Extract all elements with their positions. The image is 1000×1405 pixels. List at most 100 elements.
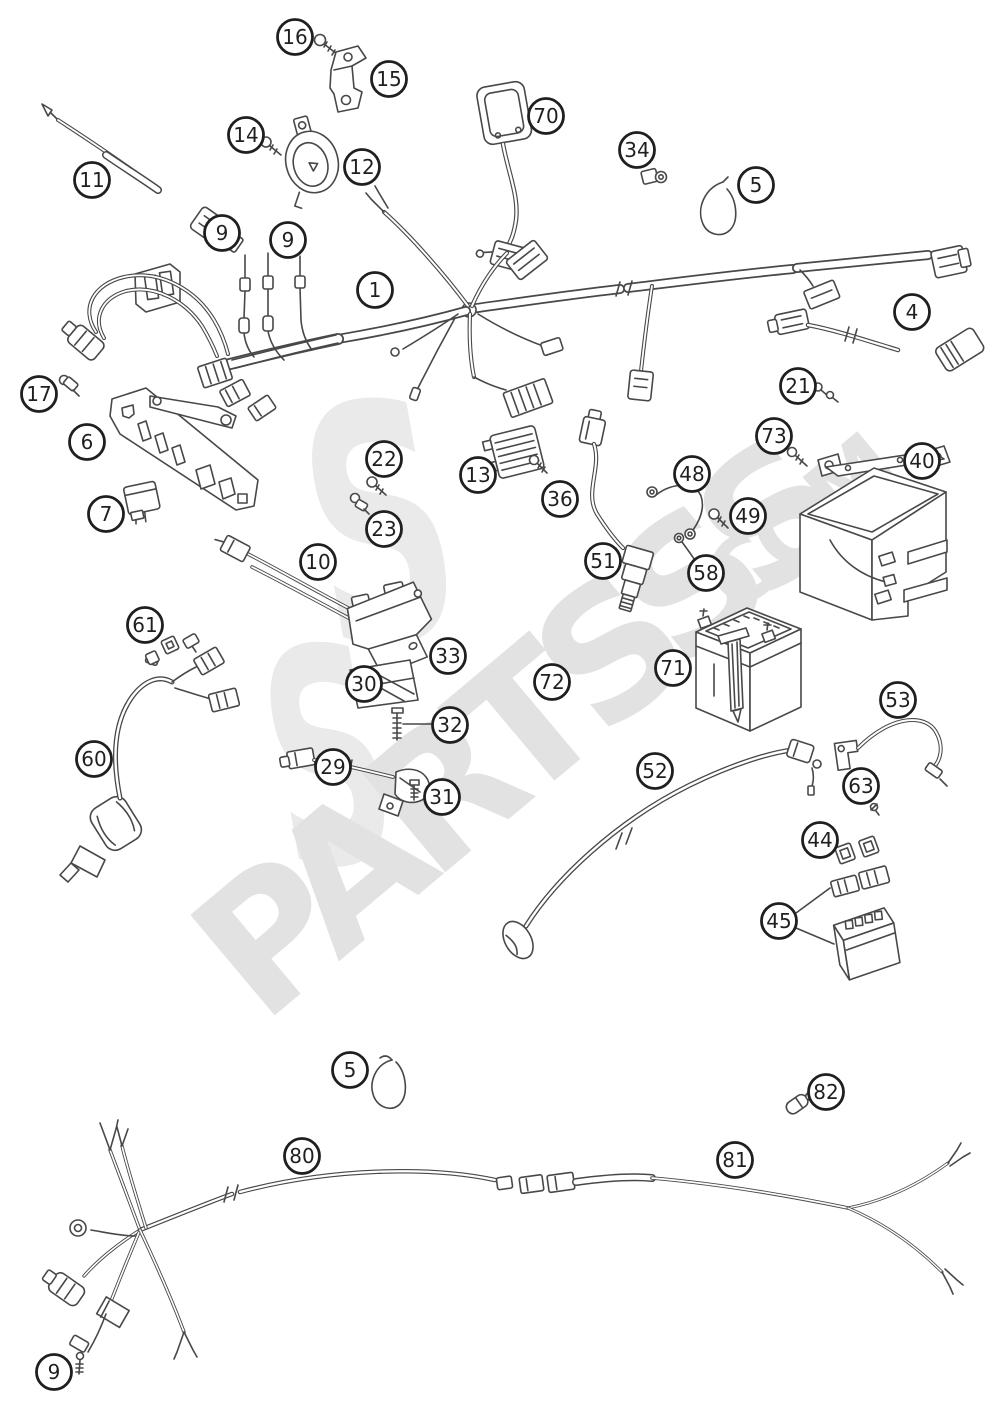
part-clip-23 xyxy=(349,492,370,515)
callout-17[interactable]: 17 xyxy=(20,375,58,413)
part-grommet-33 xyxy=(408,641,418,651)
svg-text:33: 33 xyxy=(435,644,460,668)
svg-text:16: 16 xyxy=(282,25,307,49)
svg-text:23: 23 xyxy=(371,517,396,541)
callout-9-right[interactable]: 9 xyxy=(269,221,307,259)
callout-5-bottom[interactable]: 5 xyxy=(331,1051,369,1089)
callout-29[interactable]: 29 xyxy=(314,748,352,786)
callout-31[interactable]: 31 xyxy=(423,778,461,816)
part-fuses-44 xyxy=(834,835,880,865)
part-filler-72 xyxy=(717,627,750,723)
part-gaskets-61 xyxy=(144,635,180,666)
callout-71[interactable]: 71 xyxy=(654,649,692,687)
callout-7[interactable]: 7 xyxy=(87,495,125,533)
callout-34[interactable]: 34 xyxy=(618,131,656,169)
svg-text:73: 73 xyxy=(761,424,786,448)
callout-12[interactable]: 12 xyxy=(343,148,381,186)
part-temp-sensor-51 xyxy=(578,408,655,613)
callout-23[interactable]: 23 xyxy=(365,510,403,548)
svg-text:9: 9 xyxy=(48,1360,61,1384)
part-main-harness-1 xyxy=(61,185,972,422)
part-cdi-unit-70 xyxy=(475,80,533,272)
part-starter-relay-45 xyxy=(830,865,901,981)
callout-30[interactable]: 30 xyxy=(345,665,383,703)
svg-text:31: 31 xyxy=(429,785,454,809)
part-connector-pins-9 xyxy=(238,252,313,361)
svg-text:29: 29 xyxy=(320,755,345,779)
part-circlip-5-top xyxy=(699,176,737,236)
svg-text:9: 9 xyxy=(216,221,229,245)
part-screw-49 xyxy=(708,508,729,529)
part-battery-box-40 xyxy=(799,445,951,621)
callout-81[interactable]: 81 xyxy=(716,1141,754,1179)
part-battery-cable-53 xyxy=(833,718,948,787)
svg-text:6: 6 xyxy=(81,430,94,454)
svg-text:7: 7 xyxy=(100,502,113,526)
callout-9-left[interactable]: 9 xyxy=(203,214,241,252)
svg-text:13: 13 xyxy=(465,463,490,487)
svg-text:40: 40 xyxy=(909,449,934,473)
callout-60[interactable]: 60 xyxy=(75,740,113,778)
svg-text:82: 82 xyxy=(813,1080,838,1104)
svg-text:53: 53 xyxy=(885,688,910,712)
callout-33[interactable]: 33 xyxy=(429,637,467,675)
callout-52[interactable]: 52 xyxy=(636,752,674,790)
callout-4[interactable]: 4 xyxy=(893,293,931,331)
svg-text:4: 4 xyxy=(906,300,919,324)
callout-40[interactable]: 40 xyxy=(903,442,941,480)
svg-text:61: 61 xyxy=(132,613,157,637)
part-screw-31 xyxy=(409,779,420,801)
callout-36[interactable]: 36 xyxy=(541,480,579,518)
part-harness-80 xyxy=(41,1119,498,1360)
part-screws-21 xyxy=(813,382,839,403)
callout-5-top[interactable]: 5 xyxy=(737,166,775,204)
callout-16[interactable]: 16 xyxy=(276,18,314,56)
callout-49[interactable]: 49 xyxy=(729,497,767,535)
callout-45[interactable]: 45 xyxy=(760,902,798,940)
callout-72[interactable]: 72 xyxy=(533,663,571,701)
part-bulb-17 xyxy=(58,374,80,397)
callout-9-bottom[interactable]: 9 xyxy=(35,1353,73,1391)
svg-text:14: 14 xyxy=(233,123,258,147)
svg-text:63: 63 xyxy=(848,774,873,798)
callout-32[interactable]: 32 xyxy=(431,706,469,744)
callout-6[interactable]: 6 xyxy=(68,423,106,461)
svg-text:51: 51 xyxy=(590,549,615,573)
leader-lines xyxy=(402,723,835,945)
callout-53[interactable]: 53 xyxy=(879,681,917,719)
svg-text:5: 5 xyxy=(750,173,763,197)
callout-22[interactable]: 22 xyxy=(365,440,403,478)
part-relay-7 xyxy=(122,480,161,525)
callout-61[interactable]: 61 xyxy=(126,606,164,644)
svg-text:36: 36 xyxy=(547,487,572,511)
callout-21[interactable]: 21 xyxy=(779,367,817,405)
part-bolt-32 xyxy=(391,707,404,741)
callout-1[interactable]: 1 xyxy=(356,271,394,309)
callout-70[interactable]: 70 xyxy=(527,97,565,135)
svg-text:15: 15 xyxy=(376,67,401,91)
svg-text:81: 81 xyxy=(722,1148,747,1172)
callout-48[interactable]: 48 xyxy=(673,455,711,493)
callout-73[interactable]: 73 xyxy=(755,417,793,455)
svg-text:49: 49 xyxy=(735,504,760,528)
callout-15[interactable]: 15 xyxy=(370,60,408,98)
callout-80[interactable]: 80 xyxy=(283,1137,321,1175)
callout-51[interactable]: 51 xyxy=(584,542,622,580)
svg-text:45: 45 xyxy=(766,909,791,933)
callout-82[interactable]: 82 xyxy=(807,1073,845,1111)
callout-63[interactable]: 63 xyxy=(842,767,880,805)
callout-11[interactable]: 11 xyxy=(73,161,111,199)
callout-58[interactable]: 58 xyxy=(687,554,725,592)
part-horn-bracket-15 xyxy=(329,45,367,113)
part-clamp-34 xyxy=(640,167,668,185)
callout-10[interactable]: 10 xyxy=(299,543,337,581)
part-ignition-coil-10 xyxy=(214,534,433,676)
callout-14[interactable]: 14 xyxy=(227,116,265,154)
svg-text:21: 21 xyxy=(785,374,810,398)
svg-text:58: 58 xyxy=(693,561,718,585)
callout-44[interactable]: 44 xyxy=(801,821,839,859)
callout-13[interactable]: 13 xyxy=(459,456,497,494)
svg-text:1: 1 xyxy=(369,278,382,302)
svg-text:32: 32 xyxy=(437,713,462,737)
